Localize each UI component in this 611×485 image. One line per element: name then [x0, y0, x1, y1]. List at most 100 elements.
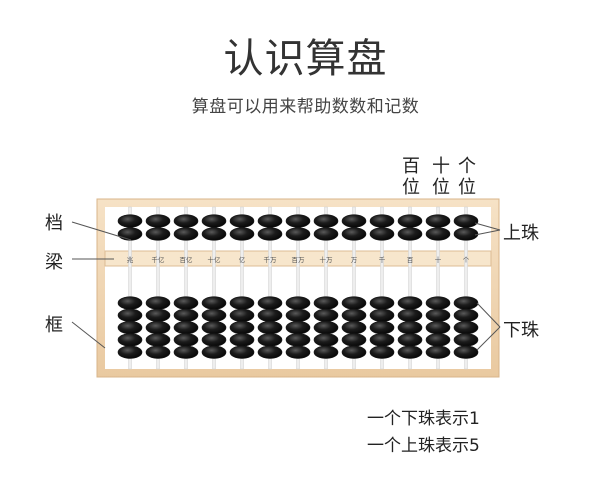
upper-bead: [397, 227, 423, 241]
upper-bead: [453, 214, 479, 228]
lower-bead: [145, 333, 171, 347]
beam-place-value-label: 千万: [264, 255, 278, 264]
abacus-rod: [408, 206, 412, 370]
lower-bead: [285, 296, 311, 310]
lower-bead: [313, 321, 339, 335]
lower-bead: [397, 345, 423, 359]
lower-bead: [341, 321, 367, 335]
upper-bead: [117, 227, 143, 241]
upper-bead: [117, 214, 143, 228]
lower-bead: [453, 296, 479, 310]
upper-bead: [201, 227, 227, 241]
upper-bead: [369, 227, 395, 241]
upper-bead: [257, 227, 283, 241]
upper-bead: [313, 214, 339, 228]
beam-place-value-label: 万: [351, 256, 358, 264]
lower-bead: [425, 333, 451, 347]
lower-bead: [145, 308, 171, 322]
lower-bead: [425, 296, 451, 310]
upper-bead: [313, 227, 339, 241]
abacus-rod: [436, 206, 440, 370]
abacus-rod: [380, 206, 384, 370]
beam-place-value-label: 百万: [292, 256, 306, 264]
abacus-rod: [184, 206, 188, 370]
lower-bead: [257, 308, 283, 322]
beam-place-value-label: 百: [407, 256, 414, 264]
upper-bead: [145, 227, 171, 241]
beam-place-value-label: 十: [435, 255, 442, 264]
lower-bead: [117, 296, 143, 310]
lower-bead: [201, 321, 227, 335]
upper-bead: [425, 214, 451, 228]
lower-bead: [397, 308, 423, 322]
lower-bead: [145, 296, 171, 310]
lower-bead: [397, 321, 423, 335]
upper-bead: [369, 214, 395, 228]
lower-bead: [341, 333, 367, 347]
beam-place-value-label: 十万: [320, 255, 334, 264]
beam-place-value-label: 兆: [127, 255, 134, 264]
lower-bead: [145, 345, 171, 359]
lower-bead: [313, 333, 339, 347]
upper-bead: [285, 227, 311, 241]
upper-bead-value-note: 一个上珠表示5: [367, 436, 480, 456]
upper-bead: [425, 227, 451, 241]
lower-bead: [201, 333, 227, 347]
lower-bead: [257, 345, 283, 359]
upper-bead: [229, 214, 255, 228]
lower-bead: [173, 296, 199, 310]
upper-bead: [341, 214, 367, 228]
tens-column-label: 十位: [432, 156, 450, 198]
lower-bead: [229, 333, 255, 347]
beam-label: 梁: [45, 252, 63, 273]
upper-bead: [201, 214, 227, 228]
beam-place-value-label: 千亿: [152, 255, 166, 264]
lower-bead: [453, 345, 479, 359]
upper-bead: [173, 227, 199, 241]
abacus-rod: [324, 206, 328, 370]
lower-bead: [229, 345, 255, 359]
rod-label: 档: [45, 213, 63, 234]
lower-bead: [341, 345, 367, 359]
lower-bead: [285, 321, 311, 335]
upper-bead: [173, 214, 199, 228]
abacus-rod: [240, 206, 244, 370]
upper-bead: [397, 214, 423, 228]
abacus-rod: [296, 206, 300, 370]
lower-bead: [425, 345, 451, 359]
lower-bead: [453, 333, 479, 347]
lower-bead: [117, 308, 143, 322]
lower-bead: [229, 321, 255, 335]
abacus-rod: [156, 206, 160, 370]
beam-place-value-label: 千: [379, 255, 386, 264]
lower-bead: [453, 308, 479, 322]
lower-bead: [285, 333, 311, 347]
abacus-rod: [128, 206, 132, 370]
upper-bead-label: 上珠: [503, 223, 539, 244]
lower-bead: [341, 308, 367, 322]
beam-place-value-label: 百亿: [180, 255, 194, 264]
lower-bead: [201, 345, 227, 359]
lower-bead: [173, 308, 199, 322]
upper-bead: [453, 227, 479, 241]
lower-bead-pointer-bottom: [476, 326, 501, 351]
upper-bead: [229, 227, 255, 241]
beam-place-value-label: 个: [463, 256, 470, 264]
abacus-rod: [352, 206, 356, 370]
abacus-rod: [212, 206, 216, 370]
frame-pointer-line: [71, 321, 106, 349]
page-subtitle: 算盘可以用来帮助数数和记数: [191, 97, 420, 117]
lower-bead-label: 下珠: [503, 320, 539, 341]
lower-bead: [369, 333, 395, 347]
upper-bead: [257, 214, 283, 228]
lower-bead: [397, 333, 423, 347]
lower-bead: [341, 296, 367, 310]
lower-bead: [369, 296, 395, 310]
lower-bead: [257, 296, 283, 310]
lower-bead: [145, 321, 171, 335]
lower-bead: [229, 308, 255, 322]
lower-bead: [117, 321, 143, 335]
lower-bead: [397, 296, 423, 310]
lower-bead: [425, 321, 451, 335]
lower-bead: [369, 308, 395, 322]
